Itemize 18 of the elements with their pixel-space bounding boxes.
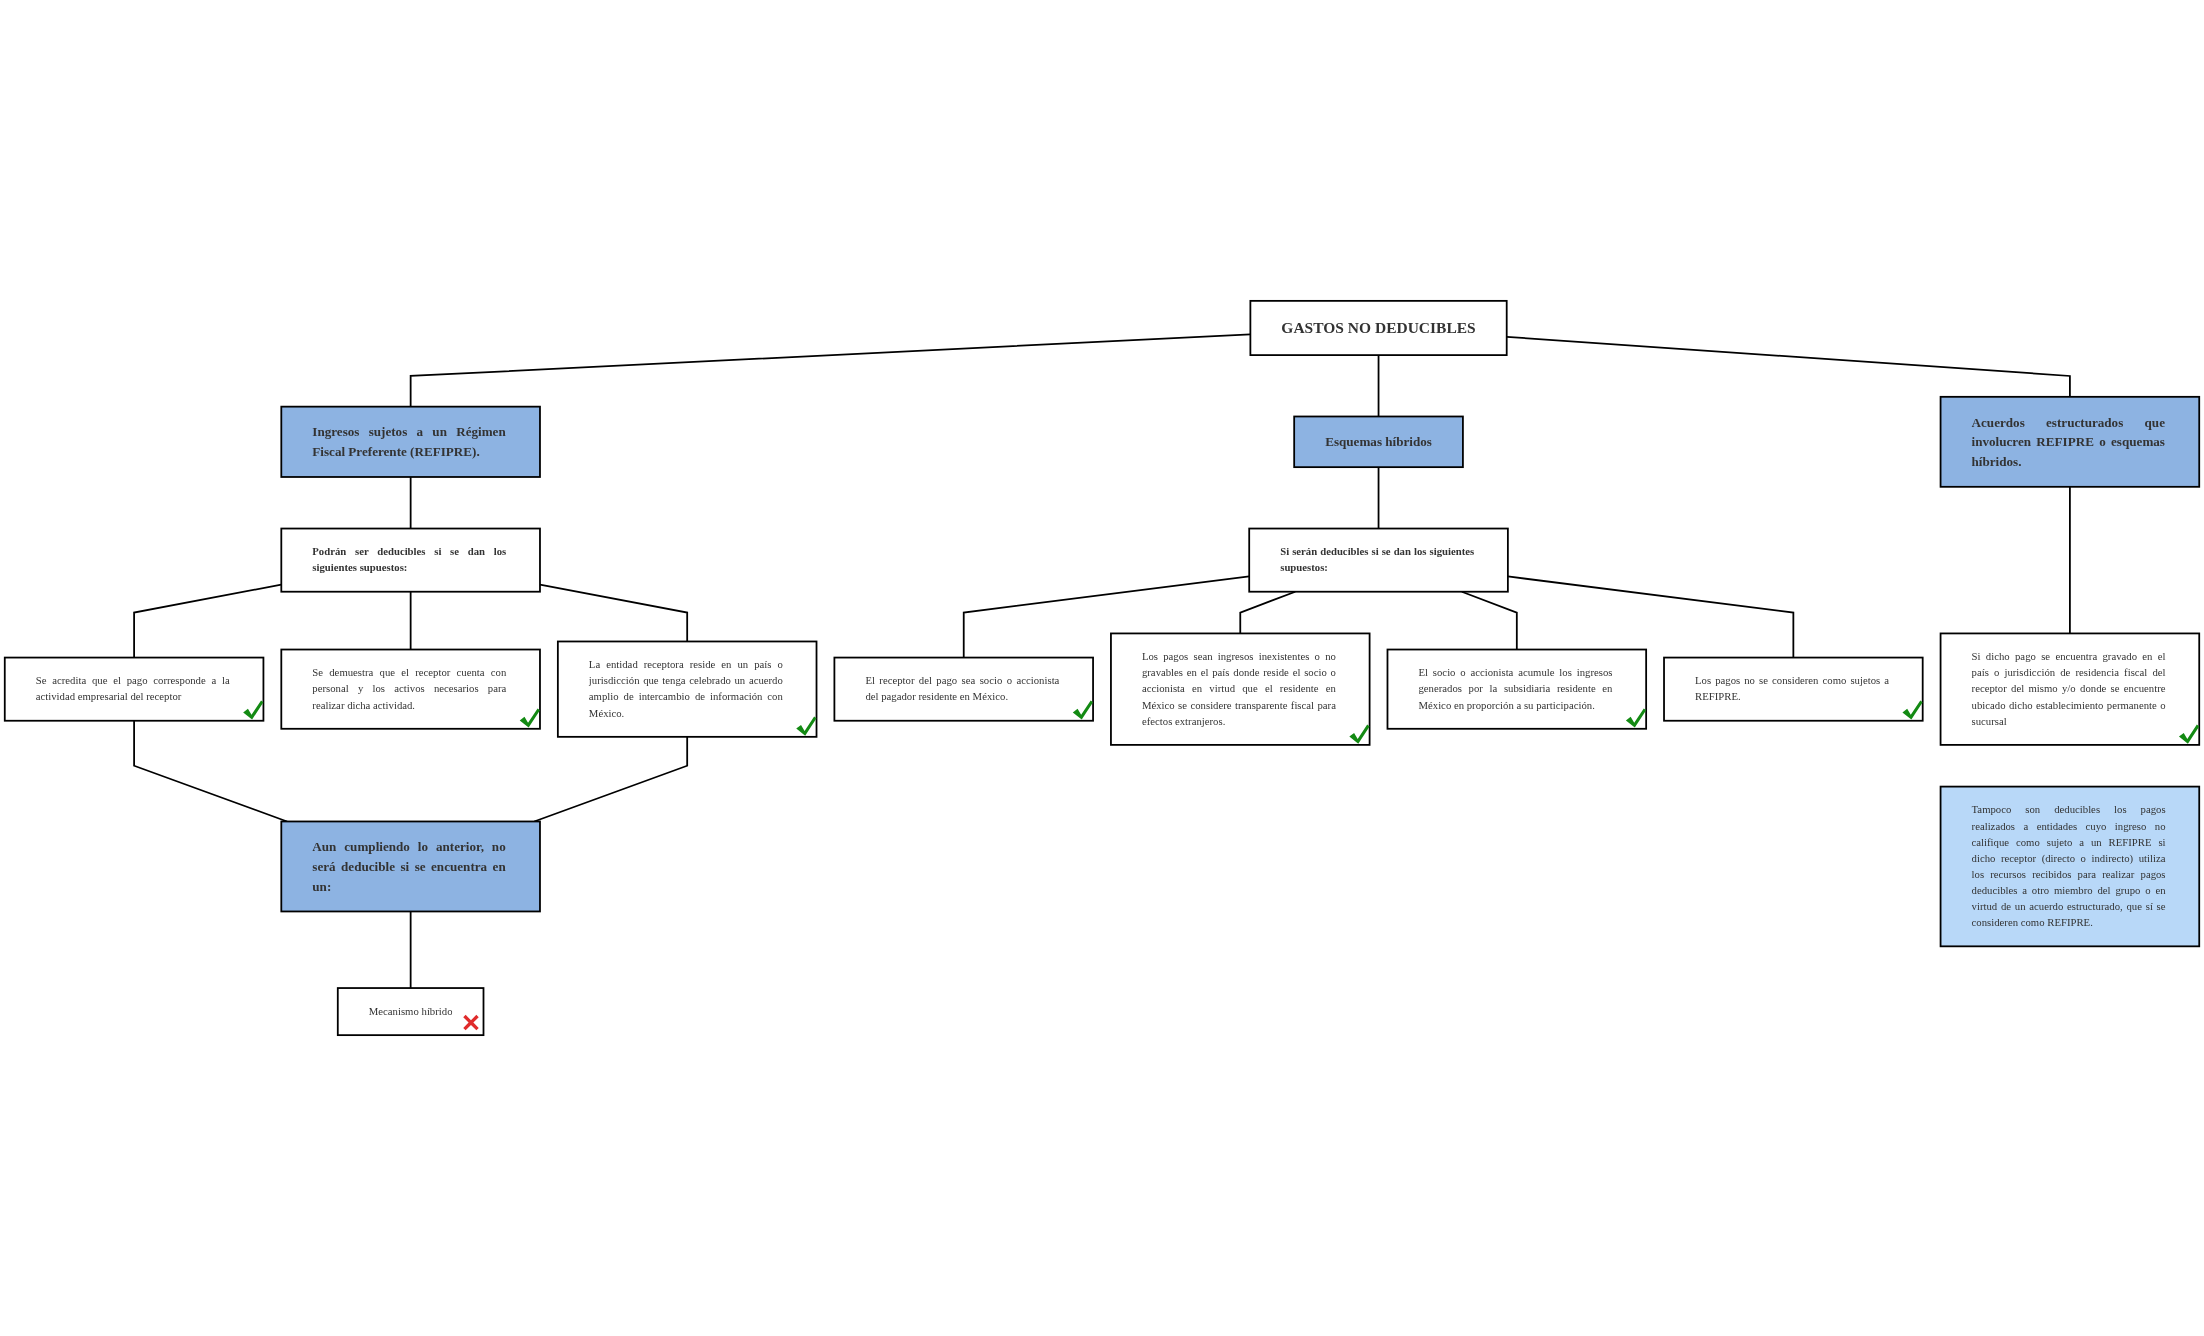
node-box: Ingresos sujetos a un Régimen Fiscal Preferente (REFIPRE). <box>280 405 541 478</box>
connector <box>1377 354 1380 418</box>
connector <box>2069 485 2071 635</box>
connector <box>409 910 412 989</box>
node-box: Acuerdos estructurados que involucren REFIPRE o esquemas híbridos. <box>1939 395 2201 488</box>
node-box: Podrán ser deducibles si se dan los siguientes supuestos: <box>280 527 541 593</box>
connector <box>133 719 288 823</box>
node-box: Tampoco son deducibles los pagos realizados a entidades cuyo ingreso no califique como sujeto a un REFIPRE si dicho receptor (directo o indirecto) utiliza los recursos recibidos para realizar pagos deducibles a otro miembro del grupo o en virtud de un acuerdo estructurado, que sí se consideren como REFIPRE. <box>1939 785 2201 948</box>
connector <box>539 583 689 643</box>
connector <box>409 590 412 651</box>
node-box: Esquemas híbridos <box>1293 415 1464 469</box>
node-box: Si serán deducibles si se dan los siguientes supuestos: <box>1248 527 1509 593</box>
node-box: Mecanismo híbrido <box>336 987 485 1037</box>
node-box: GASTOS NO DEDUCIBLES <box>1249 299 1508 356</box>
connector <box>409 476 412 530</box>
node-box: Aun cumpliendo lo anterior, no será deducible si se encuentra en un: <box>280 820 541 913</box>
connector <box>533 735 689 823</box>
connector <box>1377 466 1380 530</box>
